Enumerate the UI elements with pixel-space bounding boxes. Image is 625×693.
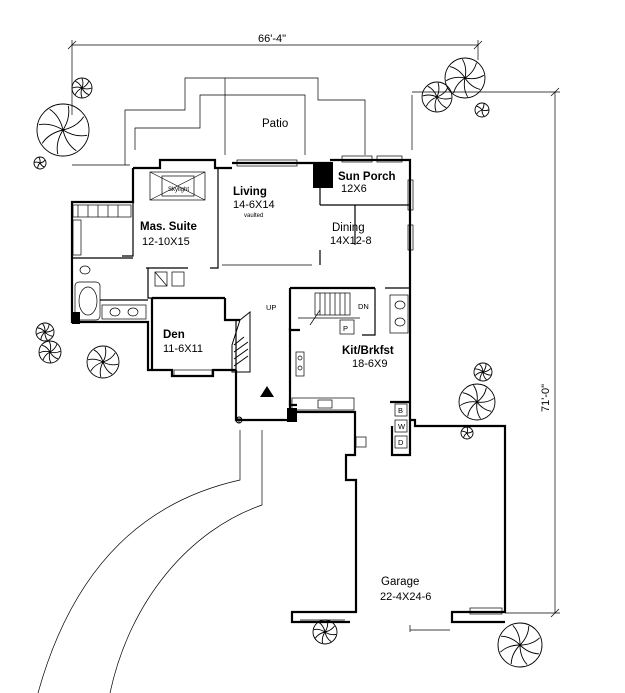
kitchen-fixtures <box>291 294 409 449</box>
roof-lines <box>72 77 413 166</box>
depth-dimension: 71'-0" <box>412 87 560 618</box>
den-label: Den <box>163 329 185 341</box>
master-suite-label: Mas. Suite <box>140 221 197 233</box>
living-label: Living <box>233 186 267 198</box>
garage-dims: 22-4X24-6 <box>380 591 431 603</box>
windows <box>173 155 503 632</box>
fireplace <box>231 310 305 377</box>
entry-triangle <box>260 386 274 397</box>
den-dims: 11-6X11 <box>163 343 203 355</box>
laundry-d-label: D <box>398 438 404 447</box>
walkway <box>37 430 263 693</box>
tree-icon <box>35 322 55 342</box>
width-dimension: 66'-4" <box>67 33 483 115</box>
stair-down-label: DN <box>358 302 369 311</box>
tree-icon <box>235 416 243 424</box>
tree-icon <box>460 426 474 440</box>
width-dimension-label: 66'-4" <box>258 33 286 45</box>
kitchen-dims: 18-6X9 <box>352 358 387 370</box>
sun-porch-dims: 12X6 <box>341 183 367 195</box>
dining-label: Dining <box>332 222 365 234</box>
exterior-walls <box>70 158 507 624</box>
depth-dimension-label: 71'-0" <box>540 384 552 412</box>
tree-icon <box>497 622 543 668</box>
master-suite-dims: 12-10X15 <box>142 236 190 248</box>
tree-icon <box>444 57 486 99</box>
skylight-label: Skylight <box>168 187 189 193</box>
pantry-label: P <box>343 324 348 333</box>
tree-icon <box>458 383 496 421</box>
patio-label: Patio <box>262 118 288 130</box>
laundry-w-label: W <box>398 422 406 431</box>
tree-icon <box>474 102 490 118</box>
tree-icon <box>473 362 493 382</box>
tree-icon <box>86 345 120 379</box>
tree-icon <box>421 81 453 113</box>
sun-porch-label: Sun Porch <box>338 171 396 183</box>
tree-icon <box>38 340 62 364</box>
tree-icon <box>71 77 93 99</box>
tree-icon <box>33 156 47 170</box>
stairs <box>298 292 360 326</box>
garage-label: Garage <box>381 576 419 588</box>
bath-fixtures <box>72 171 206 321</box>
living-note: vaulted <box>244 213 263 219</box>
landscape-trees <box>33 57 543 668</box>
room-labels: Patio Sun Porch 12X6 Living 14-6X14 vaul… <box>140 118 431 603</box>
tree-icon <box>36 103 90 157</box>
laundry-b-label: B <box>398 406 403 415</box>
tree-icon <box>312 619 338 645</box>
kitchen-label: Kit/Brkfst <box>342 345 394 357</box>
stair-up-label: UP <box>266 303 276 312</box>
dining-dims: 14X12-8 <box>330 235 372 247</box>
living-dims: 14-6X14 <box>233 199 275 211</box>
interior-walls <box>72 168 410 407</box>
